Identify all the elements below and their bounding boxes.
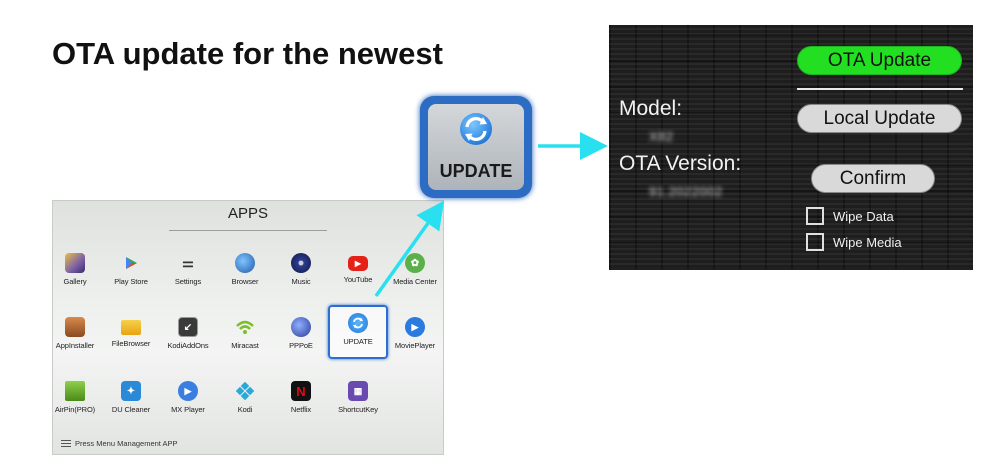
sync-icon (348, 313, 368, 333)
app-settings[interactable]: ⚌ Settings (160, 253, 216, 286)
ota-divider (797, 88, 963, 90)
app-play-store[interactable]: Play Store (103, 253, 159, 286)
kodi-icon (235, 381, 255, 401)
app-label: Browser (231, 277, 259, 286)
music-disc-icon (291, 253, 311, 273)
wipe-data-label: Wipe Data (833, 208, 894, 224)
play-circle-icon: ▶ (405, 317, 425, 337)
wipe-data-checkbox[interactable] (806, 207, 824, 225)
wipe-data-option[interactable]: Wipe Data (806, 207, 894, 225)
app-label: Settings (174, 277, 202, 286)
wipe-media-option[interactable]: Wipe Media (806, 233, 902, 251)
update-tile-label: UPDATE (439, 161, 513, 181)
media-center-icon: ✿ (405, 253, 425, 273)
apps-title: APPS (227, 205, 269, 222)
wipe-media-label: Wipe Media (833, 234, 902, 250)
app-youtube[interactable]: ▶ YouTube (330, 253, 386, 284)
app-media-center[interactable]: ✿ Media Center (387, 253, 443, 286)
youtube-icon: ▶ (348, 256, 368, 271)
app-label: DU Cleaner (111, 405, 151, 414)
play-store-icon (121, 253, 141, 273)
remote-icon: ▦ (348, 381, 368, 401)
app-music[interactable]: Music (273, 253, 329, 286)
sync-icon (460, 113, 492, 145)
app-netflix[interactable]: N Netflix (273, 381, 329, 414)
app-label: ShortcutKey (338, 405, 378, 414)
app-airpin[interactable]: AirPin(PRO) (53, 381, 103, 414)
app-label: MX Player (171, 405, 205, 414)
headline: OTA update for the newest (52, 36, 443, 71)
folder-icon (121, 320, 141, 335)
settings-sliders-icon: ⚌ (182, 255, 194, 270)
app-label: Music (291, 277, 311, 286)
app-label: Miracast (231, 341, 259, 350)
apps-screen: APPS Gallery Play Store ⚌ Settings Brows… (52, 200, 444, 455)
ota-version-value: 91.2022002 (649, 184, 723, 199)
wifi-cast-icon (235, 317, 255, 337)
app-update[interactable]: UPDATE (328, 305, 388, 359)
app-label: YouTube (343, 275, 373, 284)
app-appinstaller[interactable]: AppInstaller (53, 317, 103, 350)
footer-hint-text: Press Menu Management APP (75, 439, 178, 448)
app-browser[interactable]: Browser (217, 253, 273, 286)
app-movieplayer[interactable]: ▶ MoviePlayer (387, 317, 443, 350)
ota-version-label: OTA Version: (619, 152, 742, 175)
app-shortcutkey[interactable]: ▦ ShortcutKey (330, 381, 386, 414)
update-tile[interactable]: UPDATE (420, 96, 532, 198)
wipe-media-checkbox[interactable] (806, 233, 824, 251)
apps-title-divider (169, 230, 327, 231)
cleaner-icon: ✦ (121, 381, 141, 401)
update-tile-face: UPDATE (428, 104, 524, 190)
app-mx-player[interactable]: ▶ MX Player (160, 381, 216, 414)
app-kodiaddons[interactable]: ↙ KodiAddOns (160, 317, 216, 350)
mx-play-icon: ▶ (178, 381, 198, 401)
app-filebrowser[interactable]: FileBrowser (103, 317, 159, 348)
app-gallery[interactable]: Gallery (53, 253, 103, 286)
netflix-icon: N (291, 381, 311, 401)
model-label: Model: (619, 97, 683, 120)
menu-icon (61, 440, 71, 447)
app-du-cleaner[interactable]: ✦ DU Cleaner (103, 381, 159, 414)
addon-box-icon: ↙ (178, 317, 198, 337)
app-label: UPDATE (343, 337, 373, 346)
local-update-button[interactable]: Local Update (797, 104, 962, 133)
globe-icon (235, 253, 255, 273)
app-label: Kodi (237, 405, 253, 414)
app-pppoe[interactable]: PPPoE (273, 317, 329, 350)
ota-update-screen: OTA Update Model: X82 Local Update OTA V… (609, 25, 973, 270)
app-label: AirPin(PRO) (54, 405, 96, 414)
app-label: Gallery (63, 277, 87, 286)
app-label: Netflix (290, 405, 312, 414)
app-miracast[interactable]: Miracast (217, 317, 273, 350)
ota-update-button[interactable]: OTA Update (797, 46, 962, 75)
confirm-button[interactable]: Confirm (811, 164, 935, 193)
network-globe-icon (291, 317, 311, 337)
app-label: FileBrowser (111, 339, 151, 348)
app-label: Play Store (114, 277, 148, 286)
model-value: X82 (649, 129, 674, 144)
app-label: PPPoE (289, 341, 313, 350)
gallery-icon (65, 253, 85, 273)
app-label: KodiAddOns (167, 341, 209, 350)
app-label: Media Center (393, 277, 437, 286)
footer-hint: Press Menu Management APP (61, 439, 178, 448)
airpin-tv-icon (65, 381, 85, 401)
app-label: MoviePlayer (394, 341, 436, 350)
package-icon (65, 317, 85, 337)
app-kodi[interactable]: Kodi (217, 381, 273, 414)
app-label: AppInstaller (55, 341, 95, 350)
